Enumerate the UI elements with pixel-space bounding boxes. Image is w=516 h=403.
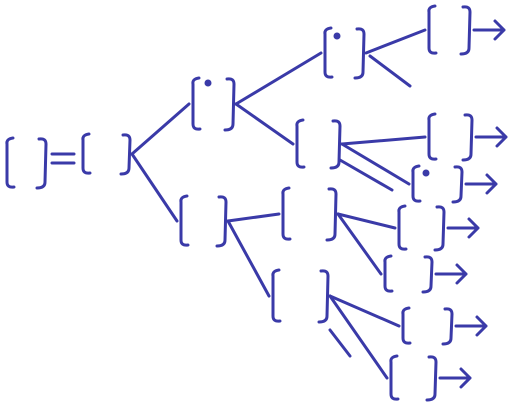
left-bracket xyxy=(281,186,292,241)
bracket-node-leaf-2 xyxy=(427,112,474,162)
branch-level1-upper-to-level2-upper-b xyxy=(234,102,295,146)
arrow-icon-leaf-1 xyxy=(472,19,506,41)
bracket-node-leaf-4 xyxy=(397,204,446,252)
left-bracket xyxy=(5,136,16,189)
arrow-icon-leaf-4 xyxy=(446,217,480,239)
right-bracket xyxy=(451,165,464,204)
arrow-icon-leaf-7 xyxy=(438,367,472,389)
branch-level2-lower-a-to-leaf-5 xyxy=(336,212,383,276)
branch-level2-upper-b-to-leaf-3 xyxy=(340,142,411,186)
bracket-node-leaf-5 xyxy=(383,254,434,294)
bracket-node-leaf-6 xyxy=(401,306,454,346)
left-bracket xyxy=(271,268,282,323)
right-bracket xyxy=(459,5,472,56)
left-bracket xyxy=(81,132,92,175)
ink-dot-3 xyxy=(333,32,341,40)
ink-dot-2 xyxy=(422,169,430,177)
bracket-node-level2-lower-a xyxy=(281,186,338,242)
bracket-node-root-left xyxy=(5,136,48,190)
bracket-node-leaf-1 xyxy=(427,4,472,56)
right-bracket xyxy=(353,27,366,80)
bracket-node-level2-lower-b xyxy=(271,268,330,324)
left-bracket xyxy=(411,164,422,203)
arrow-icon-leaf-6 xyxy=(454,315,488,337)
branch-level2-lower-b-to-leaf-7 xyxy=(328,294,389,380)
branch-level1-upper-to-level2-upper-a xyxy=(234,51,323,106)
left-bracket xyxy=(383,254,394,293)
branch-level1-lower-to-level2-lower-a xyxy=(226,212,281,223)
bracket-node-root-right xyxy=(81,132,132,176)
right-bracket xyxy=(223,77,236,132)
branch-level2-lower-a-to-leaf-4 xyxy=(336,212,397,230)
ink-dot-1 xyxy=(204,79,212,87)
left-bracket xyxy=(427,112,438,161)
left-bracket xyxy=(191,76,202,131)
branch-level2-lower-b-to-leaf-6 xyxy=(328,294,401,328)
right-bracket xyxy=(425,355,438,402)
bracket-node-level1-lower xyxy=(179,194,228,248)
left-bracket xyxy=(401,306,412,345)
branch-root-right-to-level1-lower xyxy=(130,152,179,223)
left-bracket xyxy=(397,204,408,251)
bracket-node-level2-upper-b xyxy=(295,118,342,170)
arrow-icon-leaf-3 xyxy=(464,173,498,195)
right-bracket xyxy=(35,137,48,190)
branch-root-right-to-level1-upper xyxy=(130,102,191,156)
right-bracket xyxy=(433,205,446,252)
decorations xyxy=(50,19,508,389)
branch-level2-upper-b-to-leaf-2 xyxy=(340,135,427,146)
bracket-nodes xyxy=(5,4,474,402)
bracket-node-leaf-3 xyxy=(411,164,464,204)
left-bracket xyxy=(323,26,334,79)
trailing-stroke-1 xyxy=(368,54,412,88)
arrow-icon-leaf-2 xyxy=(474,126,508,148)
left-bracket xyxy=(295,118,306,169)
bracket-node-level1-upper xyxy=(191,76,236,132)
arrow-icon-leaf-5 xyxy=(434,263,468,285)
bracket-node-level2-upper-a xyxy=(323,26,366,80)
right-bracket xyxy=(461,113,474,162)
bracket-node-leaf-7 xyxy=(389,354,438,402)
right-bracket xyxy=(325,187,338,242)
right-bracket xyxy=(215,195,228,248)
right-bracket xyxy=(317,269,330,324)
branch-level2-upper-a-to-leaf-1 xyxy=(364,28,427,55)
trailing-stroke-2 xyxy=(338,158,394,192)
right-bracket xyxy=(329,119,342,170)
right-bracket xyxy=(119,133,132,176)
left-bracket xyxy=(179,194,190,247)
left-bracket xyxy=(427,4,438,55)
right-bracket xyxy=(441,307,454,346)
branch-level1-lower-to-level2-lower-b xyxy=(226,219,271,298)
left-bracket xyxy=(389,354,400,401)
branch-lines xyxy=(130,28,427,380)
right-bracket xyxy=(421,255,434,294)
trailing-stroke-3 xyxy=(328,328,352,358)
